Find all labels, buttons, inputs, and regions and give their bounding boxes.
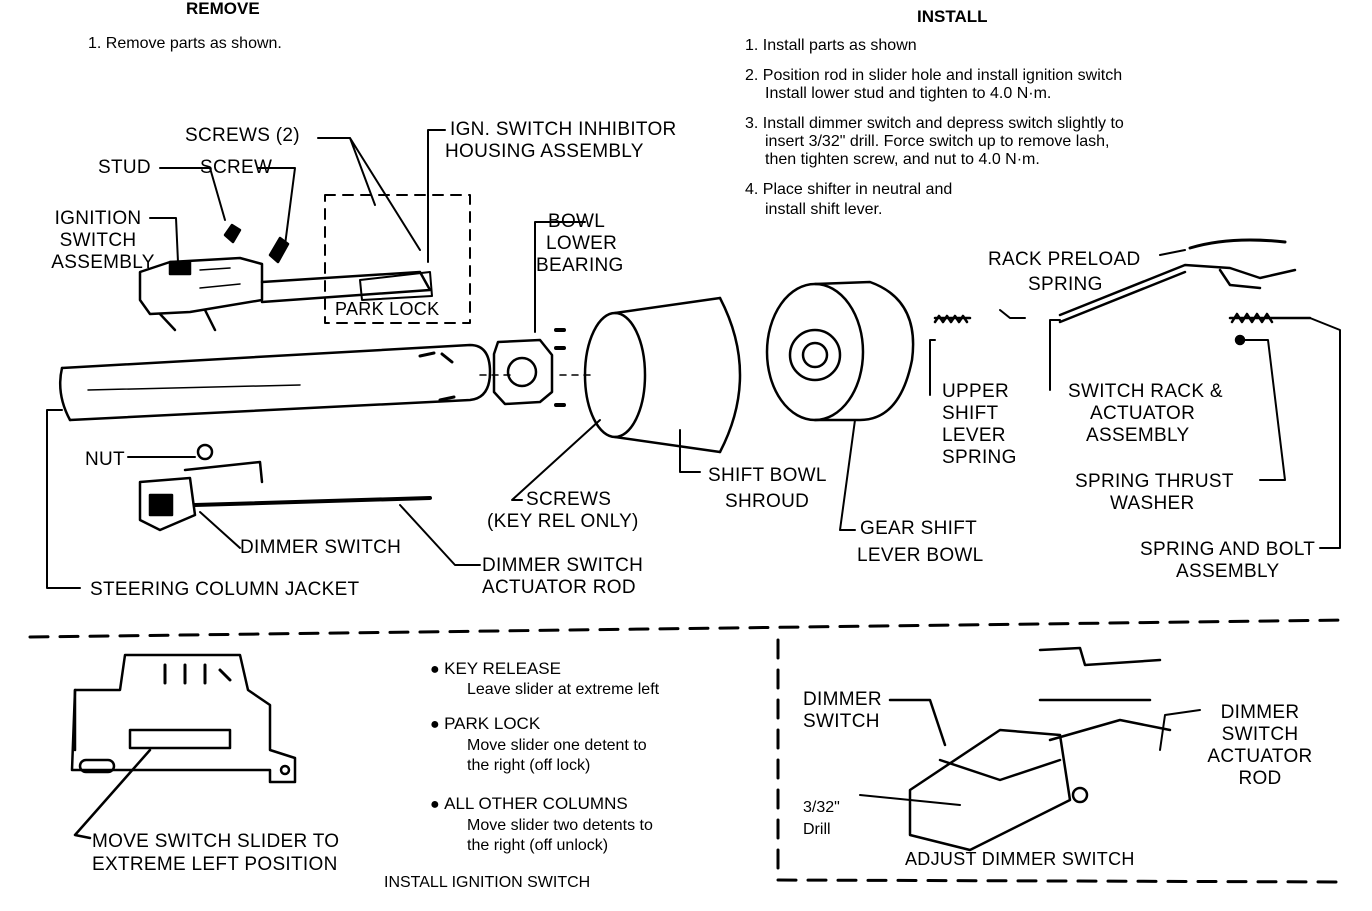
dimmer-adjust-detail-drawing	[859, 646, 1201, 852]
gear-shift-lever-bowl-drawing	[765, 280, 915, 422]
label-bowl-1: BOWL	[548, 211, 606, 232]
park-lock-box	[324, 194, 471, 324]
label-spring-bolt-2: ASSEMBLY	[1176, 561, 1280, 582]
label-move-slider-1: MOVE SWITCH SLIDER TO	[92, 831, 340, 852]
leader-lines	[46, 129, 1341, 589]
label-stud: STUD	[98, 157, 151, 178]
label-lr-dimmer-2: SWITCH	[803, 711, 880, 732]
steering-column-jacket-drawing	[59, 343, 492, 422]
bowl-lower-bearing-drawing	[492, 328, 566, 407]
label-upper-1: UPPER	[942, 381, 1009, 402]
label-ign-inhibitor-1: IGN. SWITCH INHIBITOR	[450, 119, 677, 140]
bullet-park-lock: ● PARK LOCK	[430, 714, 541, 733]
label-screw: SCREW	[200, 157, 273, 178]
remove-heading: REMOVE	[186, 0, 260, 18]
label-ignition-1: IGNITION	[54, 208, 142, 229]
label-spring-bolt-1: SPRING AND BOLT	[1140, 539, 1316, 560]
label-switch-rack-3: ASSEMBLY	[1086, 425, 1190, 446]
bullet-all-other: ● ALL OTHER COLUMNS	[430, 794, 628, 813]
install-step-3b: insert 3/32" drill. Force switch up to r…	[765, 133, 1110, 150]
bullet-park-lock-line-2: the right (off lock)	[467, 757, 591, 774]
label-park-lock: PARK LOCK	[335, 299, 440, 319]
bullet-key-release-line-1: Leave slider at extreme left	[467, 681, 660, 698]
label-upper-3: LEVER	[942, 425, 1006, 446]
label-dimmer-switch: DIMMER SWITCH	[240, 537, 402, 558]
upper-shift-lever-spring-drawing	[933, 314, 972, 324]
label-upper-2: SHIFT	[942, 403, 999, 424]
remove-step-1: 1. Remove parts as shown.	[88, 35, 282, 52]
label-switch-rack-2: ACTUATOR	[1090, 403, 1196, 424]
label-gear-shift-2: LEVER BOWL	[857, 545, 984, 566]
install-heading: INSTALL	[917, 7, 988, 26]
label-spring-thrust-2: WASHER	[1110, 493, 1195, 514]
adjust-dimmer-caption: ADJUST DIMMER SWITCH	[905, 849, 1135, 869]
bullet-park-lock-line-1: Move slider one detent to	[467, 737, 647, 754]
label-upper-4: SPRING	[942, 447, 1017, 468]
bullet-park-lock-title: PARK LOCK	[444, 714, 541, 733]
label-dimmer-rod-1: DIMMER SWITCH	[482, 555, 644, 576]
bullet-all-other-line-2: the right (off unlock)	[467, 837, 609, 854]
label-lr-rod-3: ACTUATOR	[1207, 746, 1313, 767]
bullet-all-other-title: ALL OTHER COLUMNS	[444, 794, 628, 813]
label-lr-rod-2: SWITCH	[1221, 724, 1299, 745]
label-spring-thrust-1: SPRING THRUST	[1075, 471, 1234, 492]
label-bowl-3: BEARING	[536, 255, 624, 276]
label-ignition-2: SWITCH	[59, 230, 137, 251]
bullet-all-other-line-1: Move slider two detents to	[467, 817, 653, 834]
label-shift-bowl-2: SHROUD	[725, 491, 810, 512]
label-ignition-3: ASSEMBLY	[51, 252, 155, 273]
label-screws-key-2: (KEY REL ONLY)	[487, 511, 639, 532]
label-screws-2: SCREWS (2)	[185, 125, 300, 146]
label-lr-rod-4: ROD	[1238, 768, 1282, 789]
switch-rack-drawing	[1058, 263, 1297, 324]
label-lr-dimmer-1: DIMMER	[803, 689, 882, 710]
label-lr-drill-1: 3/32"	[803, 799, 840, 816]
label-gear-shift-1: GEAR SHIFT	[860, 518, 978, 539]
install-ignition-caption: INSTALL IGNITION SWITCH	[384, 874, 591, 891]
rack-preload-spring-drawing	[1188, 238, 1287, 250]
label-rack-preload-1: RACK PRELOAD	[988, 249, 1141, 270]
label-switch-rack-1: SWITCH RACK &	[1068, 381, 1223, 402]
bullet-key-release-title: KEY RELEASE	[444, 659, 561, 678]
install-step-1: 1. Install parts as shown	[745, 37, 917, 54]
install-step-4b: install shift lever.	[765, 201, 883, 218]
label-bowl-2: LOWER	[546, 233, 618, 254]
install-step-4: 4. Place shifter in neutral and	[745, 181, 953, 198]
label-lr-rod-1: DIMMER	[1220, 702, 1300, 723]
label-shift-bowl-1: SHIFT BOWL	[708, 465, 827, 486]
label-move-slider-2: EXTREME LEFT POSITION	[92, 854, 338, 875]
dimmer-switch-drawing	[138, 443, 432, 532]
label-ign-inhibitor-2: HOUSING ASSEMBLY	[445, 141, 644, 162]
install-step-3c: then tighten screw, and nut to 4.0 N·m.	[765, 151, 1040, 168]
label-nut: NUT	[85, 449, 125, 470]
label-screws-key-1: SCREWS	[526, 489, 612, 510]
bullet-key-release: ● KEY RELEASE	[430, 659, 561, 678]
label-lr-drill-2: Drill	[803, 821, 831, 838]
ignition-switch-drawing	[138, 223, 432, 332]
install-step-2: 2. Position rod in slider hole and insta…	[745, 67, 1123, 84]
label-dimmer-rod-2: ACTUATOR ROD	[482, 577, 636, 598]
spring-bolt-drawing	[1228, 312, 1312, 324]
label-rack-preload-2: SPRING	[1028, 274, 1103, 295]
ignition-switch-detail-drawing	[70, 653, 297, 840]
label-steering-jacket: STEERING COLUMN JACKET	[90, 579, 360, 600]
shift-bowl-shroud-drawing	[583, 296, 742, 454]
install-step-3: 3. Install dimmer switch and depress swi…	[745, 115, 1124, 132]
install-step-2b: Install lower stud and tighten to 4.0 N·…	[765, 85, 1052, 102]
